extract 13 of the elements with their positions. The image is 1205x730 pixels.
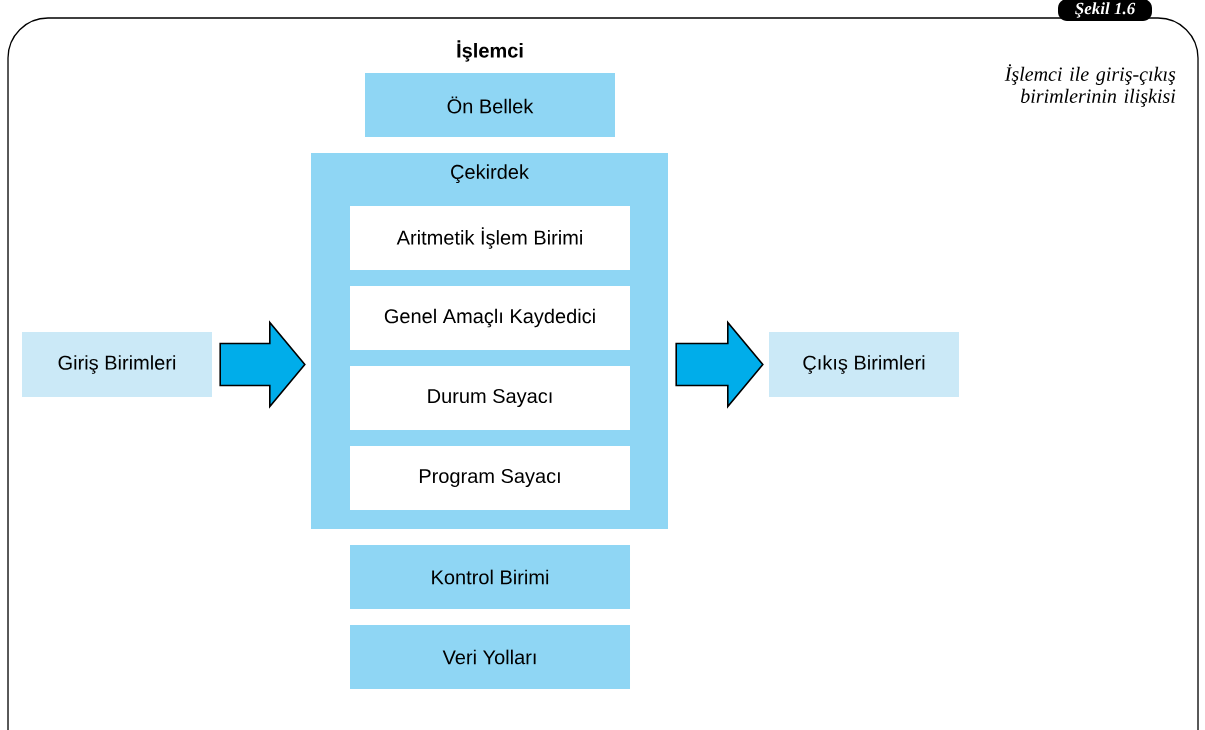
- process-box: Aritmetik İşlem Birimi: [350, 206, 630, 270]
- block-arrow: [675, 320, 764, 409]
- process-box: Çıkış Birimleri: [769, 332, 959, 397]
- process-box: Program Sayacı: [350, 446, 630, 510]
- block-arrow: [219, 320, 306, 409]
- process-box: Durum Sayacı: [350, 366, 630, 430]
- figure-number-badge: Şekil 1.6: [1058, 0, 1152, 21]
- process-box: Genel Amaçlı Kaydedici: [350, 286, 630, 350]
- process-box: Kontrol Birimi: [350, 545, 630, 609]
- process-box: Giriş Birimleri: [22, 332, 212, 397]
- process-box: Ön Bellek: [365, 73, 615, 137]
- caption: İşlemci ile giriş-çıkış birimlerinin ilişkisi: [1004, 64, 1176, 107]
- process-box: Veri Yolları: [350, 625, 630, 689]
